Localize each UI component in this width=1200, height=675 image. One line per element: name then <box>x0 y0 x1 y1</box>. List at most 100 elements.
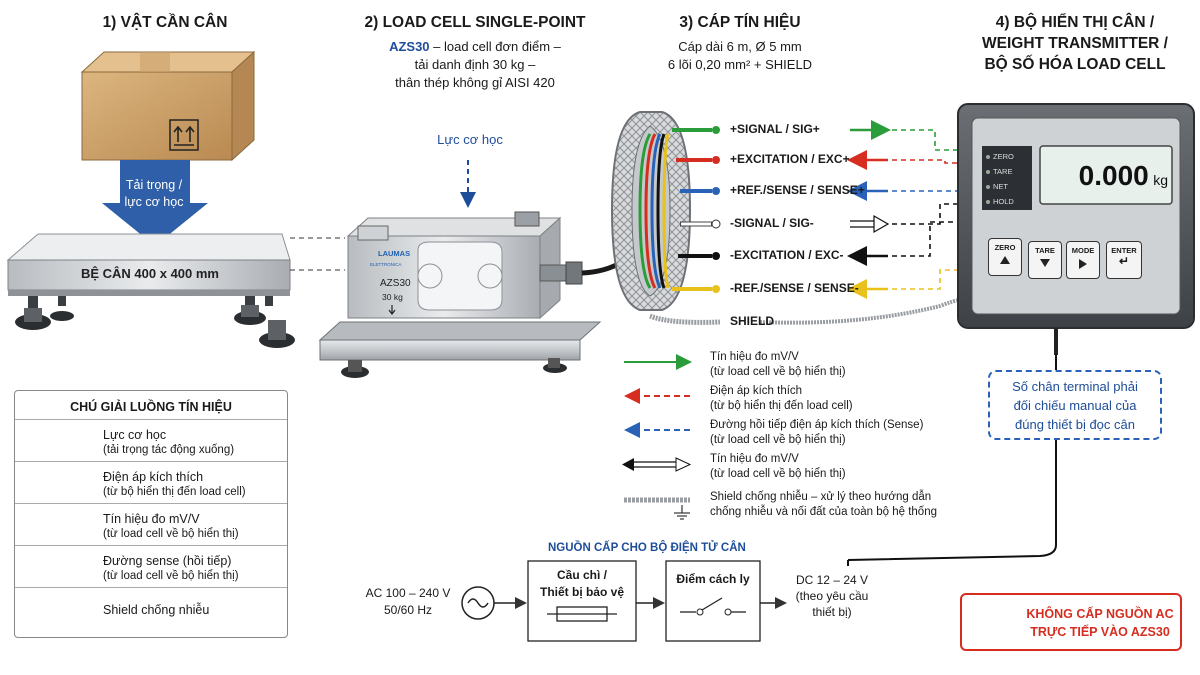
signal-legend-2-desc: (từ bộ hiển thị đến load cell) <box>710 400 853 412</box>
loadcell-capacity: 30 kg <box>382 292 403 302</box>
signal-legend-1-title: Tín hiệu đo mV/V <box>710 351 799 363</box>
dc-line-3: thiết bị) <box>812 605 852 619</box>
signal-legend-1: Tín hiệu đo mV/V (từ load cell về bộ hiể… <box>710 350 846 380</box>
weight-readout: 0.000 kg <box>1044 160 1168 192</box>
led-net-label: NET <box>993 182 1008 191</box>
led-tare-label: TARE <box>993 167 1013 176</box>
led-zero: ZERO <box>986 152 1032 167</box>
legend-row-4-desc: (từ load cell về bộ hiển thị) <box>103 570 239 582</box>
legend-row-2-desc: (từ bộ hiển thị đến load cell) <box>103 486 246 498</box>
legend-row-1-title: Lực cơ học <box>103 428 167 442</box>
weight-unit: kg <box>1153 172 1168 188</box>
desc-line-2: tải danh định 30 kg – <box>414 57 536 72</box>
section-3-title: 3) CÁP TÍN HIỆU <box>679 14 801 31</box>
wire-terminal <box>712 285 720 293</box>
ac-input-label: AC 100 – 240 V 50/60 Hz <box>356 585 460 619</box>
signal-legend-2: Điện áp kích thích (từ bộ hiển thị đến l… <box>710 384 853 414</box>
cable-desc-2: 6 lõi 0,20 mm² + SHIELD <box>667 57 813 72</box>
legend-row-2-title: Điện áp kích thích <box>103 470 204 484</box>
weight-indicator-device <box>957 103 1195 329</box>
section-3-desc: Cáp dài 6 m, Ø 5 mm 6 lõi 0,20 mm² + SHI… <box>630 38 850 74</box>
legend-row-5-title: Shield chống nhiễu <box>103 603 210 617</box>
legend-row-5: Shield chống nhiễu <box>15 587 287 636</box>
legend-row-1-desc: (tải trọng tác động xuống) <box>103 444 235 456</box>
enter-icon: ↵ <box>1118 254 1130 268</box>
shield-cable <box>759 296 976 325</box>
display-title-2: WEIGHT TRANSMITTER / <box>982 35 1168 52</box>
dc-line-1: DC 12 – 24 V <box>795 573 869 587</box>
legend-row-2: Điện áp kích thích (từ bộ hiển thị đến l… <box>15 461 287 502</box>
right-triangle-icon <box>1079 259 1087 269</box>
led-net: NET <box>986 182 1032 197</box>
signal-legend-3-desc: (từ load cell về bộ hiển thị) <box>710 434 846 446</box>
led-zero-label: ZERO <box>993 152 1014 161</box>
note-line-3: đúng thiết bị đọc cân <box>1015 417 1135 432</box>
force-label: Lực cơ học <box>437 132 503 147</box>
power-title: NGUỒN CẤP CHO BỘ ĐIỆN TỬ CÂN <box>548 542 746 554</box>
signal-legend-1-desc: (từ load cell về bộ hiển thị) <box>710 366 846 378</box>
warning-line-1: KHÔNG CẤP NGUỒN AC <box>1026 607 1174 621</box>
model-name: AZS30 <box>389 39 430 54</box>
up-triangle-icon <box>1000 256 1010 264</box>
led-hold: HOLD <box>986 197 1032 212</box>
legend-title: CHÚ GIẢI LUỒNG TÍN HIỆU <box>70 400 232 414</box>
signal-legend-3-title: Đường hồi tiếp điện áp kích thích (Sense… <box>710 419 924 431</box>
legend-double-arrow <box>622 457 692 472</box>
led-tare: TARE <box>986 167 1032 182</box>
platform-label: BỆ CÂN 400 x 400 mm <box>80 266 219 281</box>
indicator-buttons: ZERO TARE MODE ENTER ↵ <box>988 238 1168 279</box>
warning-text: KHÔNG CẤP NGUỒN AC TRỰC TIẾP VÀO AZS30 <box>1020 605 1180 641</box>
signal-legend-5: Shield chống nhiễu – xử lý theo hướng dẫ… <box>710 490 937 520</box>
loadcell-brand: LAUMAS <box>378 249 410 258</box>
tare-button[interactable]: TARE <box>1028 241 1062 279</box>
display-title-3: BỘ SỐ HÓA LOAD CELL <box>984 56 1166 73</box>
wire-terminal <box>712 252 720 260</box>
legend-row-1: Lực cơ học (tải trọng tác động xuống) <box>15 419 287 460</box>
warning-line-2: TRỰC TIẾP VÀO AZS30 <box>1030 625 1170 639</box>
shield-lead <box>649 313 721 325</box>
cable-coil-icon <box>610 111 692 311</box>
wire-terminal <box>712 126 720 134</box>
ac-line-1: AC 100 – 240 V <box>365 586 451 600</box>
mode-button-label: MODE <box>1071 246 1095 255</box>
fuse-box <box>527 560 637 642</box>
led-hold-label: HOLD <box>993 197 1014 206</box>
legend-row-3-title: Tín hiệu đo mV/V <box>103 512 200 526</box>
ac-line-2: 50/60 Hz <box>383 603 433 617</box>
led-list: ZERO TARE NET HOLD <box>986 152 1032 212</box>
legend-row-4-title: Đường sense (hồi tiếp) <box>103 554 232 568</box>
wire-label-exc-plus: +EXCITATION / EXC+ <box>730 152 850 166</box>
weight-value: 0.000 <box>1078 160 1149 191</box>
load-label-2: lực cơ học <box>124 195 184 209</box>
load-arrow-label: Tải trọng / lực cơ học <box>108 177 200 211</box>
wire-label-sig-minus: -SIGNAL / SIG- <box>730 216 814 230</box>
wire-label-sense-minus: -REF./SENSE / SENSE- <box>730 281 859 295</box>
signal-legend-4-desc: (từ load cell về bộ hiển thị) <box>710 468 846 480</box>
fuse-line-2: Thiết bị bảo vệ <box>539 585 624 599</box>
section-2-desc: AZS30 – load cell đơn điểm – tải danh đị… <box>330 38 620 92</box>
signal-legend-4: Tín hiệu đo mV/V (từ load cell về bộ hiể… <box>710 452 846 482</box>
load-arrow-icon <box>102 160 208 246</box>
down-triangle-icon <box>1040 259 1050 267</box>
section-1-title: 1) VẬT CẦN CÂN <box>102 14 228 31</box>
sig-minus-arrow <box>850 214 890 234</box>
legend-box: CHÚ GIẢI LUỒNG TÍN HIỆU Lực cơ học (tải … <box>14 390 288 638</box>
signal-legend-5-title: Shield chống nhiễu – xử lý theo hướng dẫ… <box>710 491 932 503</box>
warning-box <box>960 593 1182 651</box>
signal-legend-5-desc: chống nhiễu và nối đất của toàn bộ hệ th… <box>710 506 937 518</box>
wire-terminal <box>712 187 720 195</box>
cable-desc-1: Cáp dài 6 m, Ø 5 mm <box>678 39 802 54</box>
signal-legend-3: Đường hồi tiếp điện áp kích thích (Sense… <box>710 418 923 448</box>
wire-label-sense-plus: +REF./SENSE / SENSE+ <box>730 183 865 197</box>
enter-button[interactable]: ENTER ↵ <box>1106 241 1142 279</box>
tare-button-label: TARE <box>1035 246 1055 255</box>
wire-terminal <box>712 156 720 164</box>
zero-button[interactable]: ZERO <box>988 238 1022 276</box>
mode-button[interactable]: MODE <box>1066 241 1100 279</box>
enter-button-label: ENTER <box>1111 246 1137 255</box>
note-line-1: Số chân terminal phải <box>1012 379 1138 394</box>
loadcell-model: AZS30 <box>380 278 411 289</box>
load-cell-device <box>318 211 602 378</box>
fuse-line-1: Cầu chì / <box>556 568 607 582</box>
dc-output-label: DC 12 – 24 V (theo yêu cầu thiết bị) <box>784 572 880 620</box>
